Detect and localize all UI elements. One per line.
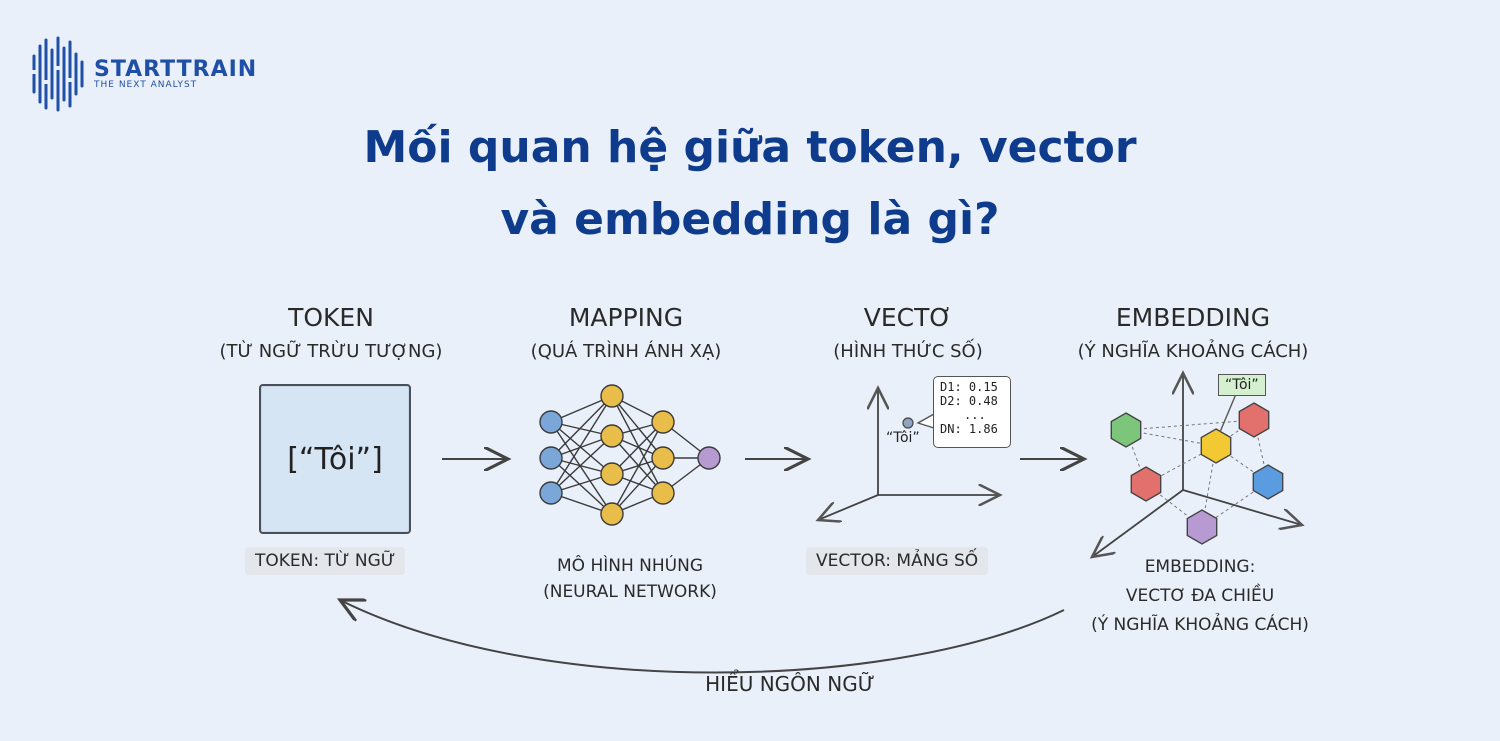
caption-vector-chip: VECTOR: MẢNG SỐ [806, 547, 989, 575]
network-node [600, 462, 624, 486]
caption-embedding-line3: (Ý NGHĨA KHOẢNG CÁCH) [1091, 615, 1309, 635]
vector-point-label: “Tôi” [886, 430, 920, 446]
network-edge [550, 395, 613, 459]
caption-mapping: MÔ HÌNH NHÚNG (NEURAL NETWORK) [495, 553, 765, 605]
stage-vector-title: VECTƠ [863, 303, 953, 332]
embedding-points [1110, 402, 1284, 545]
title-line-1: Mối quan hệ giữa token, vector [363, 122, 1137, 173]
network-node [600, 384, 624, 408]
embedding-tag-pointer [1219, 393, 1237, 433]
caption-token-chip: TOKEN: TỪ NGỮ [245, 547, 406, 575]
stage-vector-subtitle: (HÌNH THỨC SỐ) [833, 341, 983, 362]
feedback-arrow [340, 600, 1065, 674]
brand-name: STARTTRAIN [94, 57, 258, 82]
vector-value-d2: D2: 0.48 [940, 394, 998, 408]
vector-point [902, 417, 914, 429]
embedding-point [1186, 509, 1218, 545]
embedding-point [1252, 464, 1284, 500]
network-node [539, 481, 563, 505]
network-edge [550, 421, 613, 515]
network-edge [611, 435, 664, 494]
stage-mapping-subtitle: (QUÁ TRÌNH ÁNH XẠ) [530, 341, 722, 362]
caption-vector: VECTOR: MẢNG SỐ [806, 547, 989, 575]
starttrain-logo: STARTTRAIN THE NEXT ANALYST [30, 36, 257, 112]
network-node [651, 410, 675, 434]
network-edge [550, 457, 613, 515]
neural-network-icon [550, 395, 710, 515]
network-edge [611, 457, 664, 515]
embedding-point [1238, 402, 1270, 438]
embedding-point [1110, 412, 1142, 448]
stage-embedding-subtitle: (Ý NGHĨA KHOẢNG CÁCH) [1077, 341, 1309, 362]
embedding-point [1200, 428, 1232, 464]
feedback-label: HIỂU NGÔN NGỮ [705, 672, 875, 696]
network-node [600, 502, 624, 526]
token-text: [“Tôi”] [287, 441, 383, 477]
network-node [539, 446, 563, 470]
stage-mapping-title: MAPPING [568, 303, 684, 332]
stage-token-title: TOKEN [288, 303, 374, 332]
network-edge [611, 395, 664, 459]
logo-bars-icon [32, 36, 84, 112]
vector-values-tooltip: D1: 0.15 D2: 0.48 ... DN: 1.86 [933, 376, 1011, 448]
embedding-point [1130, 466, 1162, 502]
network-node [651, 446, 675, 470]
network-edge [550, 395, 613, 494]
network-node [651, 481, 675, 505]
vector-value-ellipsis: ... [964, 408, 986, 422]
network-edge [611, 421, 664, 515]
neural-network-nodes [539, 384, 721, 526]
network-node [600, 424, 624, 448]
title-line-2: và embedding là gì? [500, 194, 1000, 245]
vector-value-d1: D1: 0.15 [940, 380, 998, 394]
embedding-tag: “Tôi” [1218, 374, 1266, 396]
tooltip-pointer [916, 413, 935, 429]
caption-embedding-line1: EMBEDDING: [1144, 557, 1256, 577]
network-node [697, 446, 721, 470]
brand-tagline: THE NEXT ANALYST [94, 80, 198, 90]
network-edge [550, 435, 613, 494]
vector-value-dn: DN: 1.86 [940, 422, 998, 436]
caption-mapping-line2: (NEURAL NETWORK) [543, 582, 717, 602]
page-title: Mối quan hệ giữa token, vector và embedd… [0, 112, 1500, 256]
network-edge [611, 395, 664, 494]
network-node [539, 410, 563, 434]
network-edge [550, 421, 613, 475]
network-edge [611, 421, 664, 475]
token-box: [“Tôi”] [259, 384, 411, 534]
stage-embedding-title: EMBEDDING [1115, 303, 1271, 332]
caption-embedding-line2: VECTƠ ĐA CHIỀU [1125, 586, 1275, 606]
caption-mapping-line1: MÔ HÌNH NHÚNG [557, 556, 703, 576]
vector-axes-icon [818, 388, 1000, 520]
stage-token-subtitle: (TỪ NGỮ TRỪU TƯỢNG) [219, 341, 443, 362]
caption-embedding: EMBEDDING: VECTƠ ĐA CHIỀU (Ý NGHĨA KHOẢN… [1050, 553, 1350, 640]
embedding-space-icon [1092, 373, 1302, 557]
caption-token: TOKEN: TỪ NGỮ [245, 547, 406, 575]
